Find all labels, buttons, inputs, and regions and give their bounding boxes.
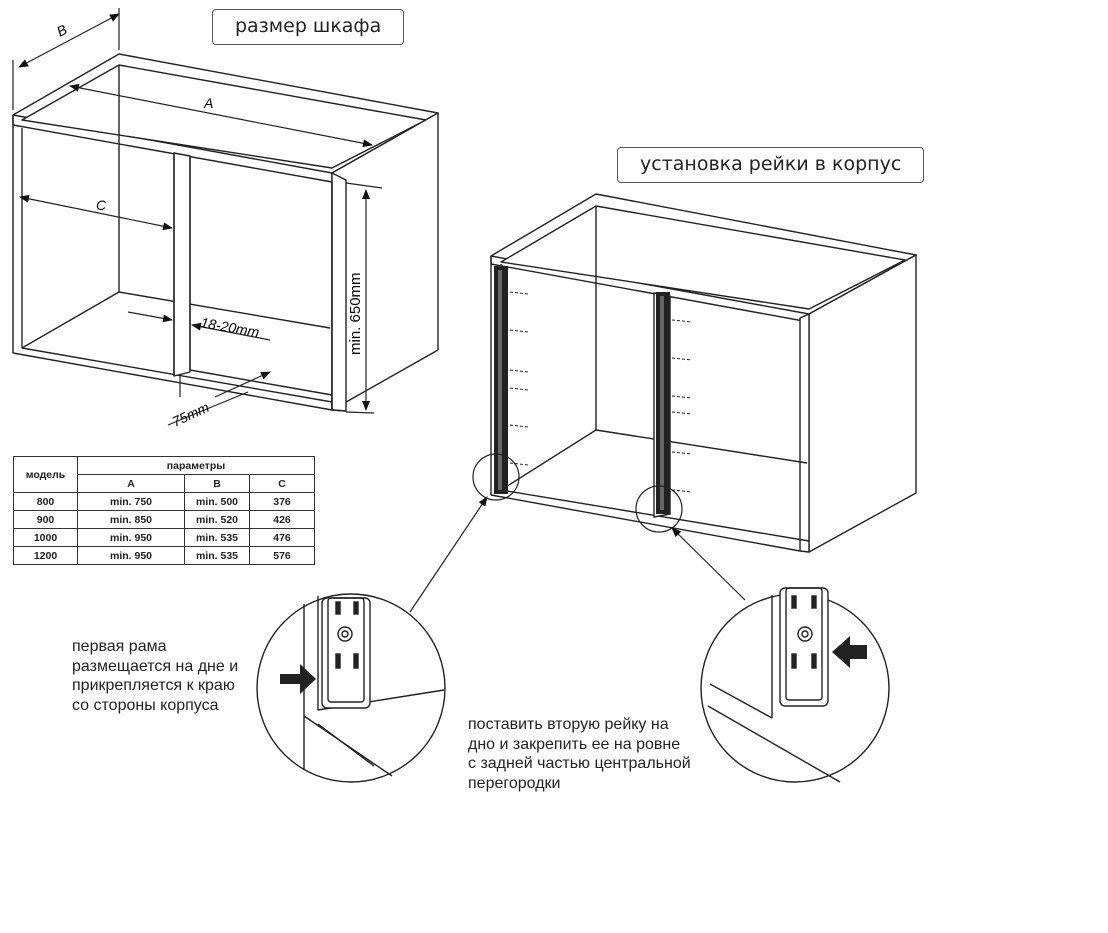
note-first-frame: первая рама размещается на дне и прикреп… bbox=[72, 637, 238, 715]
table-cell-model: 1200 bbox=[13, 546, 78, 565]
screw-marks-right bbox=[671, 319, 693, 493]
dimension-offset bbox=[167, 371, 271, 426]
table-cell-model: 900 bbox=[13, 510, 78, 529]
table-header-b: B bbox=[184, 474, 250, 493]
table-row: 1000 min. 950 min. 535 476 bbox=[13, 528, 315, 547]
table-cell-a: min. 750 bbox=[77, 492, 185, 511]
dimension-gap-label: 18-20mm bbox=[199, 314, 260, 340]
note-line: с задней частью центральной bbox=[468, 755, 691, 772]
rail-first bbox=[494, 266, 508, 494]
dimension-c-line bbox=[19, 194, 173, 231]
table-row: 800 min. 750 min. 500 376 bbox=[13, 492, 315, 511]
dimension-height-label: min. 650mm bbox=[347, 272, 364, 355]
rail-second bbox=[656, 292, 670, 514]
dimension-offset-label: 75mm bbox=[170, 399, 212, 430]
note-line: поставить вторую рейку на bbox=[468, 716, 669, 733]
note-line: первая рама bbox=[72, 638, 167, 655]
cabinet-size-title: размер шкафа bbox=[212, 9, 405, 45]
table-cell-c: 476 bbox=[249, 528, 315, 547]
table-header-c: C bbox=[249, 474, 315, 493]
table-header-params: параметры bbox=[77, 456, 315, 475]
table-cell-model: 800 bbox=[13, 492, 78, 511]
note-line: перегородки bbox=[468, 774, 561, 792]
table-row: 1200 min. 950 min. 535 576 bbox=[13, 546, 315, 565]
table-cell-b: min. 520 bbox=[184, 510, 250, 529]
detail-callout-left bbox=[472, 453, 520, 501]
table-cell-c: 376 bbox=[249, 492, 315, 511]
table-cell-model: 1000 bbox=[13, 528, 78, 547]
screw-marks-left bbox=[509, 291, 529, 466]
parameters-table: модель параметры A B C 800 min. 750 min.… bbox=[13, 456, 315, 565]
cabinet-left bbox=[12, 53, 439, 412]
table-cell-b: min. 535 bbox=[184, 546, 250, 565]
detail-view-right bbox=[700, 587, 890, 783]
cabinet-right bbox=[490, 193, 917, 553]
table-header-a: A bbox=[77, 474, 185, 493]
dimension-c-label: C bbox=[96, 197, 107, 213]
table-cell-b: min. 500 bbox=[184, 492, 250, 511]
table-cell-a: min. 850 bbox=[77, 510, 185, 529]
note-second-rail: поставить вторую рейку на дно и закрепит… bbox=[468, 715, 691, 793]
dimension-gap bbox=[127, 311, 271, 341]
dimension-b-label: B bbox=[54, 21, 70, 40]
table-cell-b: min. 535 bbox=[184, 528, 250, 547]
table-header-model: модель bbox=[13, 456, 78, 493]
note-line: размещается на дне и bbox=[72, 657, 239, 675]
dimension-b bbox=[12, 8, 120, 110]
detail-view-left bbox=[256, 593, 446, 783]
dimension-height bbox=[345, 182, 383, 414]
leader-left bbox=[409, 496, 488, 613]
note-line: дно и закрепить ее на ровне bbox=[468, 735, 681, 753]
table-cell-a: min. 950 bbox=[77, 528, 185, 547]
leader-right bbox=[671, 527, 746, 601]
rail-install-title: установка рейки в корпус bbox=[617, 147, 925, 183]
table-cell-c: 426 bbox=[249, 510, 315, 529]
dimension-a-label: A bbox=[203, 95, 213, 111]
table-row: 900 min. 850 min. 520 426 bbox=[13, 510, 315, 529]
detail-callout-right bbox=[635, 485, 683, 533]
note-line: прикрепляется к краю bbox=[72, 677, 235, 694]
table-cell-c: 576 bbox=[249, 546, 315, 565]
table-cell-a: min. 950 bbox=[77, 546, 185, 565]
dimension-a-line bbox=[69, 83, 373, 148]
note-line: со стороны корпуса bbox=[72, 696, 219, 714]
